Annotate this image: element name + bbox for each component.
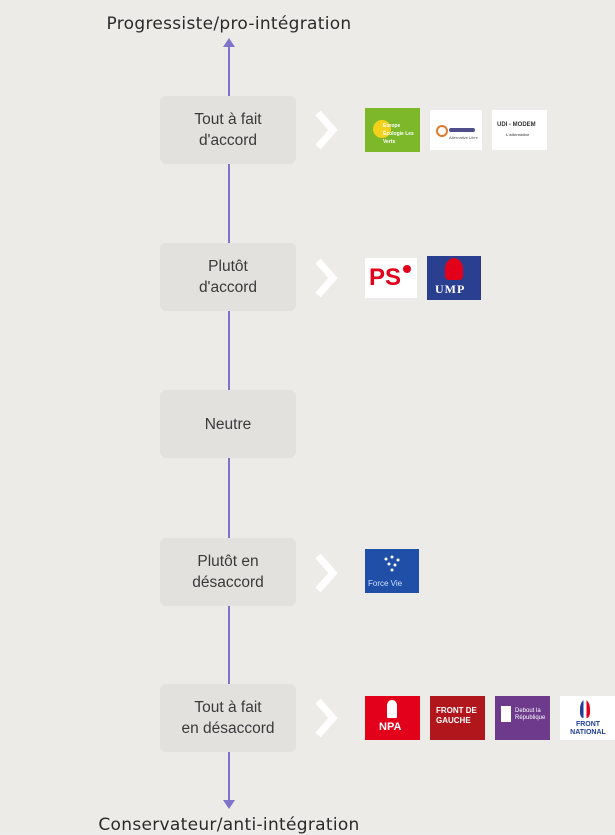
axis-arrow-up-icon <box>223 38 235 47</box>
front-de-gauche-logo: FRONT DE GAUCHE <box>430 696 485 740</box>
eelv-logo-text: Europe Écologie Les Verts <box>383 123 414 145</box>
ump-logo: UMP <box>427 256 481 300</box>
level-neutre: Neutre <box>160 390 296 458</box>
axis-top-label: Progressiste/pro-intégration <box>106 14 352 34</box>
chevron-right-icon <box>315 258 337 298</box>
tree-icon <box>445 258 463 280</box>
udi-modem-logo-subtext: L'alternative <box>506 132 530 137</box>
axis-arrow-down-icon <box>223 800 235 809</box>
ps-logo-text: PS <box>369 264 402 291</box>
front-national-logo-text: FRONT NATIONAL <box>570 721 606 736</box>
ump-logo-text: UMP <box>435 282 466 296</box>
alternative-logo-text: Alternative Libre <box>449 135 478 140</box>
figure-icon <box>501 706 511 722</box>
ring-icon <box>436 125 448 137</box>
eelv-logo: Europe Écologie Les Verts <box>365 108 420 152</box>
level-plutot-desaccord: Plutôt en désaccord <box>160 538 296 606</box>
flame-icon <box>580 700 590 718</box>
level-tout-a-fait-desaccord: Tout à fait en désaccord <box>160 684 296 752</box>
ps-logo: PS <box>365 258 417 298</box>
debout-la-republique-logo: Debout la République <box>495 696 550 740</box>
stars-icon <box>384 555 400 572</box>
chevron-right-icon <box>315 553 337 593</box>
front-national-logo: FRONT NATIONAL <box>560 696 615 740</box>
level-tout-a-fait-accord: Tout à fait d'accord <box>160 96 296 164</box>
rose-icon <box>403 265 411 273</box>
npa-logo: NPA <box>365 696 420 740</box>
chevron-right-icon <box>315 698 337 738</box>
sun-icon <box>373 120 391 138</box>
axis-bottom-label: Conservateur/anti-intégration <box>98 815 360 835</box>
logo-group-level-2: PS UMP <box>365 256 481 300</box>
force-vie-logo-text: Force Vie <box>368 579 403 588</box>
logo-group-level-5: NPA FRONT DE GAUCHE Debout la République… <box>365 696 615 740</box>
logo-group-level-1: Europe Écologie Les Verts Alternative Li… <box>365 108 547 152</box>
udi-modem-logo: UDI - MODEM L'alternative <box>492 110 547 150</box>
alternative-logo: Alternative Libre <box>430 110 482 150</box>
debout-la-republique-logo-text: Debout la République <box>515 708 546 721</box>
force-vie-logo: Force Vie <box>365 549 419 593</box>
udi-modem-logo-text: UDI - MODEM <box>497 122 536 128</box>
level-plutot-accord: Plutôt d'accord <box>160 243 296 311</box>
npa-logo-text: NPA <box>379 721 402 733</box>
alternative-logo-bar <box>449 128 475 132</box>
figure-icon <box>387 700 397 718</box>
chevron-right-icon <box>315 110 337 150</box>
front-de-gauche-logo-text: FRONT DE GAUCHE <box>436 706 477 725</box>
logo-group-level-4: Force Vie <box>365 549 419 593</box>
